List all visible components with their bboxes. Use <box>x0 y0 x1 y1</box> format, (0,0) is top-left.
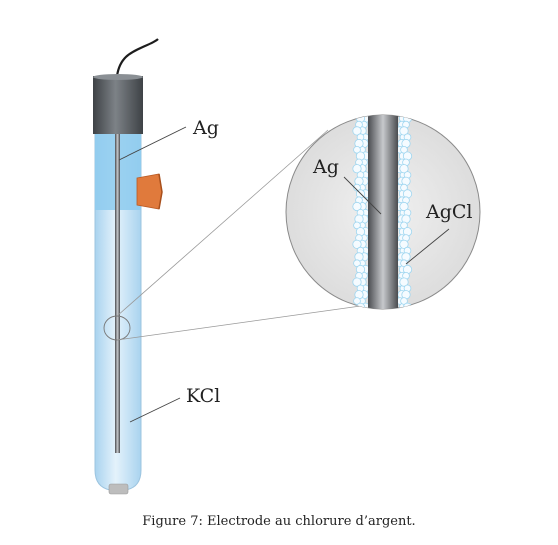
agcl-grain <box>399 201 409 212</box>
agcl-grain <box>399 239 409 249</box>
cable <box>115 38 159 77</box>
agcl-grain <box>400 115 408 116</box>
label-agcl-zoom: AgCl <box>425 201 473 223</box>
agcl-grain <box>352 277 362 287</box>
agcl-grain <box>399 277 409 287</box>
porous-frit <box>108 483 129 495</box>
leader-kcl <box>129 397 181 423</box>
agcl-grain <box>353 115 361 116</box>
figure-caption: Figure 7: Electrode au chlorure d’argent… <box>142 514 416 529</box>
agcl-grain <box>402 302 413 309</box>
agcl-grain <box>352 201 362 212</box>
label-ag-main: Ag <box>192 117 219 139</box>
leader-ag-zoom <box>343 176 382 215</box>
agcl-grain <box>396 115 404 116</box>
leader-agcl-zoom <box>405 228 450 265</box>
agcl-grain <box>399 164 409 174</box>
magnified-silver-wire <box>368 115 398 309</box>
leader-ag-main <box>118 126 187 161</box>
agcl-grain <box>358 115 366 116</box>
zoom-line-top <box>116 129 329 317</box>
silver-wire <box>115 133 120 453</box>
agcl-grain <box>399 126 409 136</box>
label-ag-zoom: Ag <box>312 156 339 178</box>
label-kcl: KCl <box>186 385 220 407</box>
agcl-grain <box>352 164 362 174</box>
electrode-cap <box>93 76 143 134</box>
agcl-grain <box>352 126 362 136</box>
side-plug <box>136 173 163 210</box>
agcl-grain <box>352 239 362 249</box>
agcl-coating-left <box>352 115 371 309</box>
